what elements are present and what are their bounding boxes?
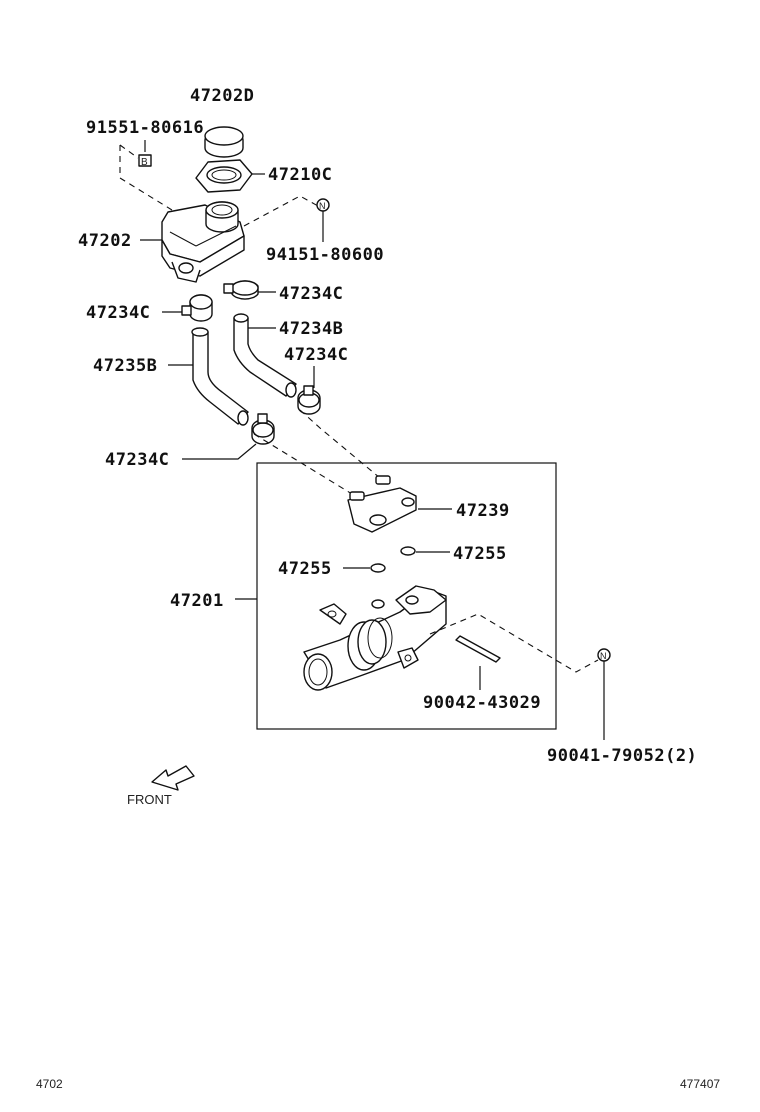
master-cylinder-box [256, 462, 557, 730]
marker-n2: N [597, 648, 611, 662]
label-47234C-top: 47234C [279, 284, 343, 304]
clip-bottom [251, 413, 275, 445]
footer-right: 477407 [680, 1077, 720, 1091]
label-47202D: 47202D [190, 86, 254, 106]
label-90042-43029: 90042-43029 [423, 693, 541, 713]
label-47255-right: 47255 [453, 544, 507, 564]
clip-top [223, 280, 259, 300]
label-47210C: 47210C [268, 165, 332, 185]
label-91551-80616: 91551-80616 [86, 118, 204, 138]
svg-text:N: N [319, 201, 326, 211]
marker-n1: N [316, 198, 330, 212]
reservoir-cap [204, 126, 244, 158]
o-ring-right [400, 546, 416, 556]
label-90041-79052: 90041-79052(2) [547, 746, 697, 766]
gasket [195, 159, 253, 193]
label-47234C-bottom: 47234C [105, 450, 169, 470]
svg-text:B: B [141, 157, 148, 168]
front-arrow-icon [151, 765, 195, 791]
hose-47234b [233, 313, 297, 398]
label-47234C-mid: 47234C [284, 345, 348, 365]
label-94151-80600: 94151-80600 [266, 245, 384, 265]
o-ring-left [370, 563, 386, 573]
label-47234B: 47234B [279, 319, 343, 339]
label-47235B: 47235B [93, 356, 157, 376]
grommet [347, 475, 417, 533]
front-label: FRONT [127, 792, 172, 807]
dash-n1 [243, 195, 319, 227]
label-47202: 47202 [78, 231, 132, 251]
clip-mid [297, 385, 321, 415]
pin [455, 635, 501, 663]
label-47239: 47239 [456, 501, 510, 521]
footer-left: 4702 [36, 1077, 63, 1091]
clip-left [181, 294, 213, 322]
label-47234C-left: 47234C [86, 303, 150, 323]
master-cylinder-body [303, 585, 447, 691]
label-47201: 47201 [170, 591, 224, 611]
hose-47235b [191, 327, 249, 426]
dash-n2 [429, 613, 599, 673]
reservoir-tank [161, 201, 245, 283]
svg-text:N: N [600, 651, 607, 661]
label-47255-left: 47255 [278, 559, 332, 579]
dash-b [119, 145, 173, 211]
marker-b: B [138, 154, 152, 168]
